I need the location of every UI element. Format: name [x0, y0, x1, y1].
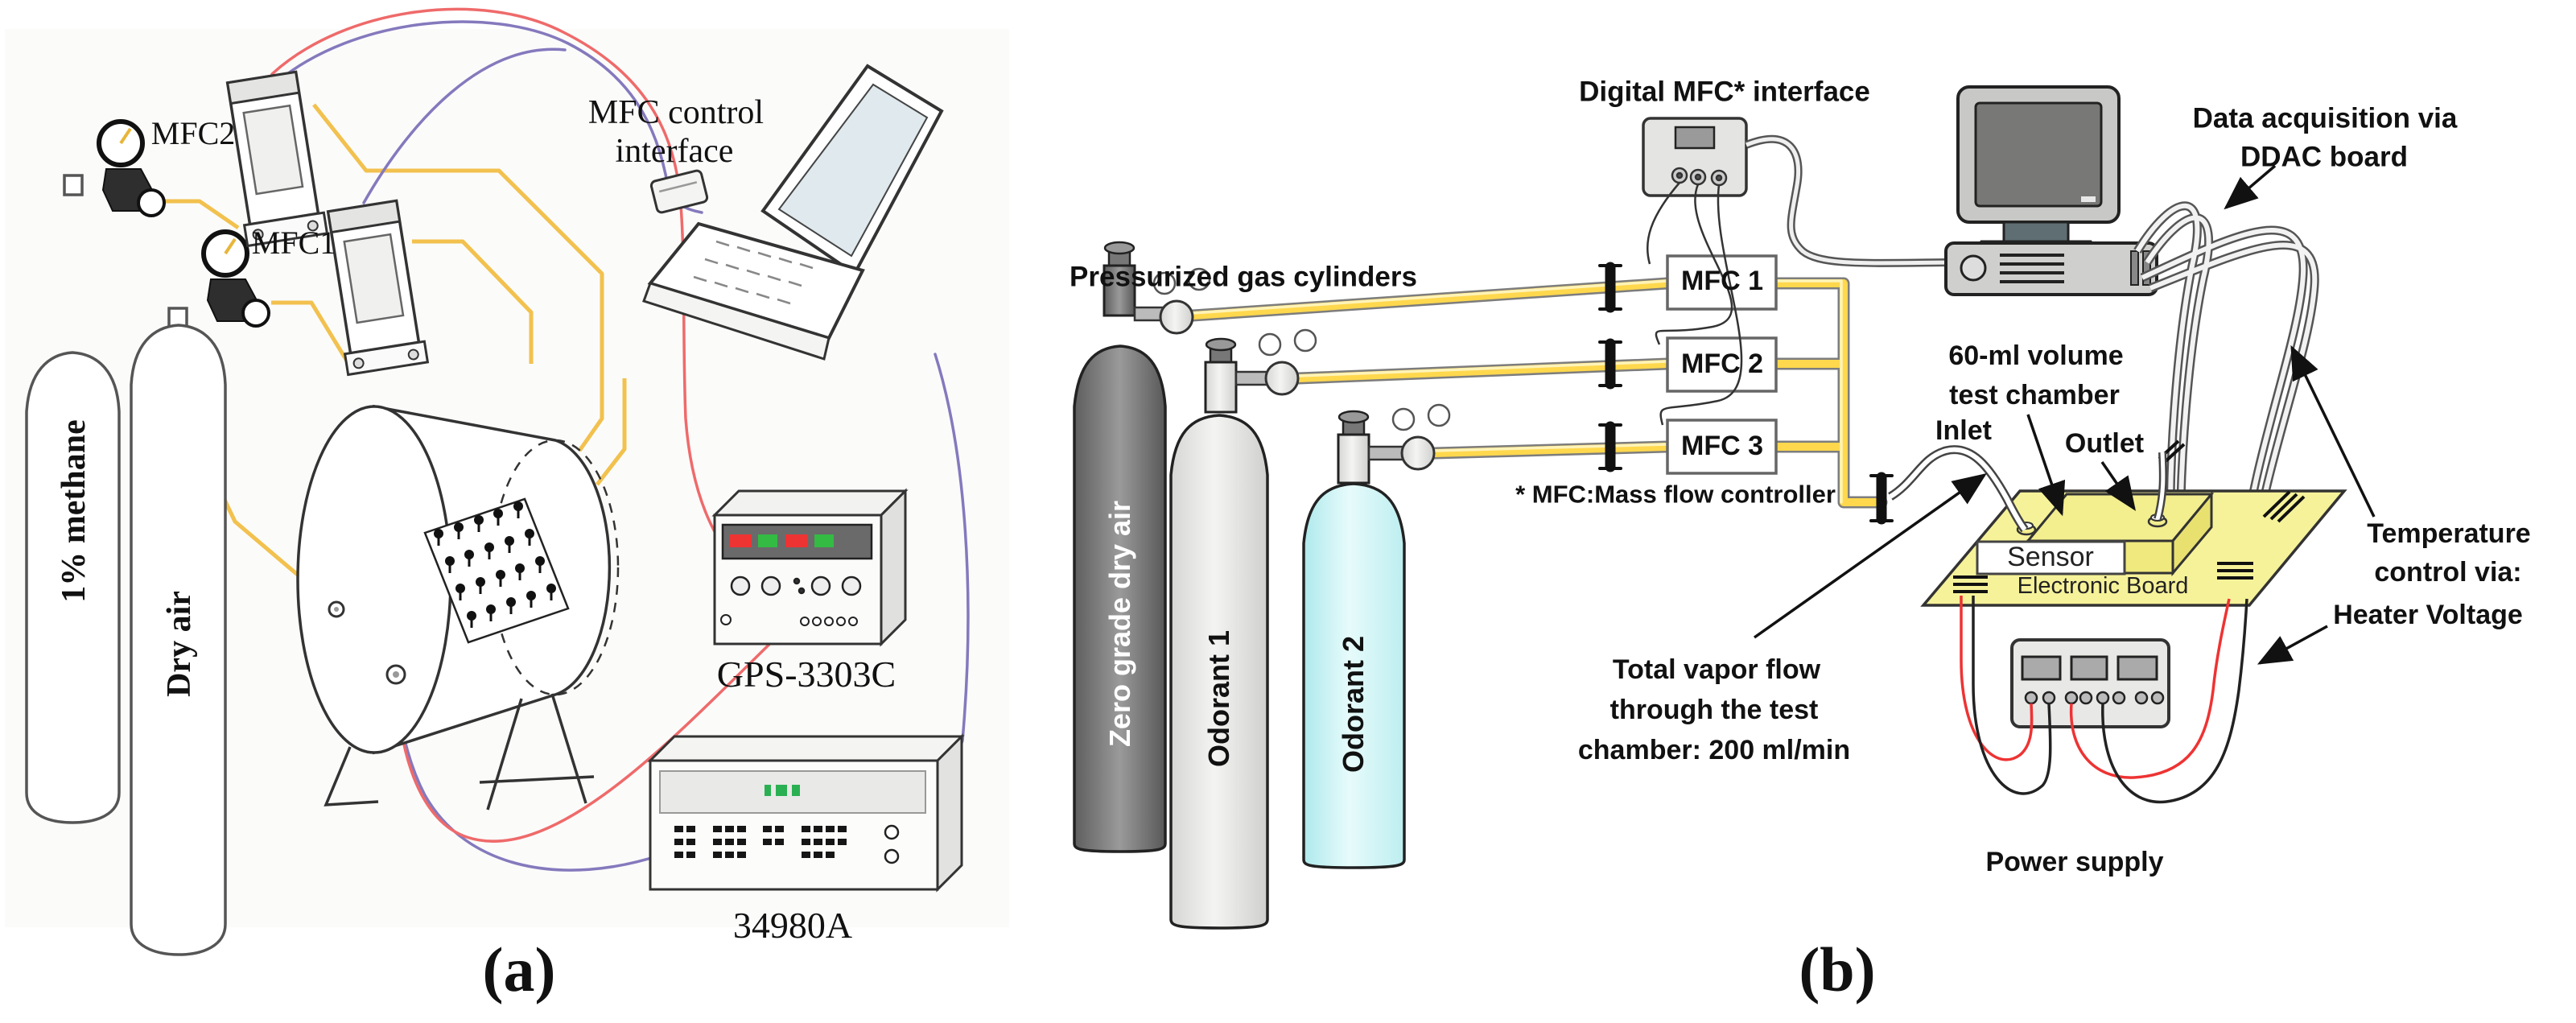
mfc3-box: [1666, 419, 1778, 475]
mfc1-label: MFC1: [251, 225, 336, 261]
mfc-control-interface-dongle: [649, 169, 709, 214]
total-flow-label-line2: through the test: [1609, 695, 1819, 726]
desktop-computer: [1944, 85, 2158, 296]
caption-b: (b): [1799, 934, 1876, 1005]
laptop-keys: [693, 240, 814, 305]
laptop: [642, 64, 944, 361]
odorant1-label: Odorant 1: [1202, 629, 1236, 768]
gas-cylinder-methane: [25, 174, 121, 824]
mass-flow-controller-a1: [326, 199, 430, 377]
data-acquisition-label-line2: DDAC board: [2240, 141, 2409, 173]
outlet-tube: [2154, 452, 2167, 521]
mfc2-box-label: MFC 2: [1681, 349, 1763, 380]
arrow-temperature: [2290, 344, 2376, 518]
interface-knobs[interactable]: [1671, 167, 1728, 187]
line-valves[interactable]: [1598, 262, 1894, 525]
daq-34980a: [647, 733, 965, 893]
sensor-label-box: [1976, 540, 2126, 575]
mfc-control-interface-label-line1: MFC control: [587, 93, 765, 131]
test-chamber-label-line2: test chamber: [1949, 380, 2120, 411]
gps-knobs[interactable]: [730, 575, 862, 596]
ps-display-3: [2116, 655, 2158, 681]
purple-wire-mfcb: [362, 47, 567, 204]
arrow-total-flow: [1753, 472, 1987, 639]
mfc-boxes: [1666, 254, 1778, 475]
sensor-label: Sensor: [2007, 542, 2094, 573]
interface-screen: [1674, 126, 1716, 150]
mass-flow-controller-a2: [225, 70, 329, 248]
red-wire-drum: [395, 608, 806, 843]
arrow-outlet: [2100, 461, 2136, 511]
temperature-label-line1: Temperature: [2367, 518, 2531, 550]
mfc-control-interface-label-line2: interface: [615, 132, 734, 170]
gps-3303c-label: GPS-3303C: [716, 653, 896, 695]
annotation-arrows: [1753, 164, 2376, 665]
total-flow-label-line1: Total vapor flow: [1612, 654, 1821, 686]
electronic-board-label: Electronic Board: [2017, 572, 2189, 599]
mfc3-box-label: MFC 3: [1681, 431, 1763, 462]
zero-grade-dry-air-label: Zero grade dry air: [1103, 500, 1137, 748]
gps-terminals: [720, 614, 858, 626]
pressurized-gas-cylinders-label: Pressurized gas cylinders: [1070, 261, 1417, 293]
daq-cables: [2133, 201, 2319, 567]
daq-34980a-label: 34980A: [732, 904, 853, 946]
heater-wires: [1960, 596, 2248, 804]
test-chamber-drum: [296, 404, 620, 811]
temperature-label-line2: control via:: [2374, 557, 2522, 588]
interface-computer-cable: [1745, 134, 1952, 267]
digital-mfc-interface: [1642, 117, 1748, 197]
dry-air-cylinder-label: Dry air: [160, 591, 198, 697]
methane-cylinder-label: 1% methane: [55, 419, 93, 603]
digital-mfc-interface-label: Digital MFC* interface: [1579, 76, 1870, 108]
power-supply-label: Power supply: [1985, 847, 2164, 878]
mfc2-label: MFC2: [150, 115, 236, 151]
inlet-label: Inlet: [1935, 415, 1992, 447]
purple-wire-daq: [934, 353, 970, 752]
mfc1-box-label: MFC 1: [1681, 266, 1763, 297]
mfc-footnote-label: * MFC:Mass flow controller: [1515, 480, 1836, 509]
gps-3303c-power-supply: [711, 488, 909, 647]
power-supply: [2010, 638, 2170, 728]
total-flow-label-line3: chamber: 200 ml/min: [1577, 735, 1851, 766]
panel-a: [5, 7, 1009, 956]
drum-stand: [324, 693, 595, 811]
outlet-label: Outlet: [2064, 428, 2145, 460]
laptop-screen: [777, 83, 929, 258]
inlet-tube: [1887, 445, 2029, 533]
gas-cylinder-dry-air: [130, 307, 227, 956]
ps-display-2: [2070, 655, 2108, 681]
mfc1-box: [1666, 254, 1778, 311]
odorant2-label: Odorant 2: [1337, 635, 1370, 773]
gas-lines-b: [1186, 277, 1888, 509]
cylinder-odorant-2: [1302, 403, 1451, 869]
arrow-heater: [2257, 625, 2328, 665]
arrow-ddac: [2224, 164, 2277, 210]
computer-screen: [1974, 101, 2103, 208]
board-connector-hatches: [1953, 439, 2306, 593]
heater-voltage-label: Heater Voltage: [2333, 600, 2523, 631]
cylinder-zero-grade-dry-air: [1073, 241, 1211, 853]
data-acquisition-label-line1: Data acquisition via: [2192, 102, 2458, 134]
pressure-regulator-dry-air: [201, 229, 270, 328]
interface-mfc-wires: [1647, 182, 1743, 426]
mfc2-box: [1666, 336, 1778, 393]
caption-a: (a): [482, 934, 556, 1005]
panel-b: [1073, 85, 2376, 930]
ps-display-1: [2021, 655, 2062, 681]
pressure-regulator-methane: [97, 119, 166, 217]
test-chamber-label-line1: 60-ml volume: [1948, 340, 2124, 372]
arrow-chamber: [2026, 414, 2066, 517]
cylinder-odorant-1: [1169, 328, 1317, 930]
